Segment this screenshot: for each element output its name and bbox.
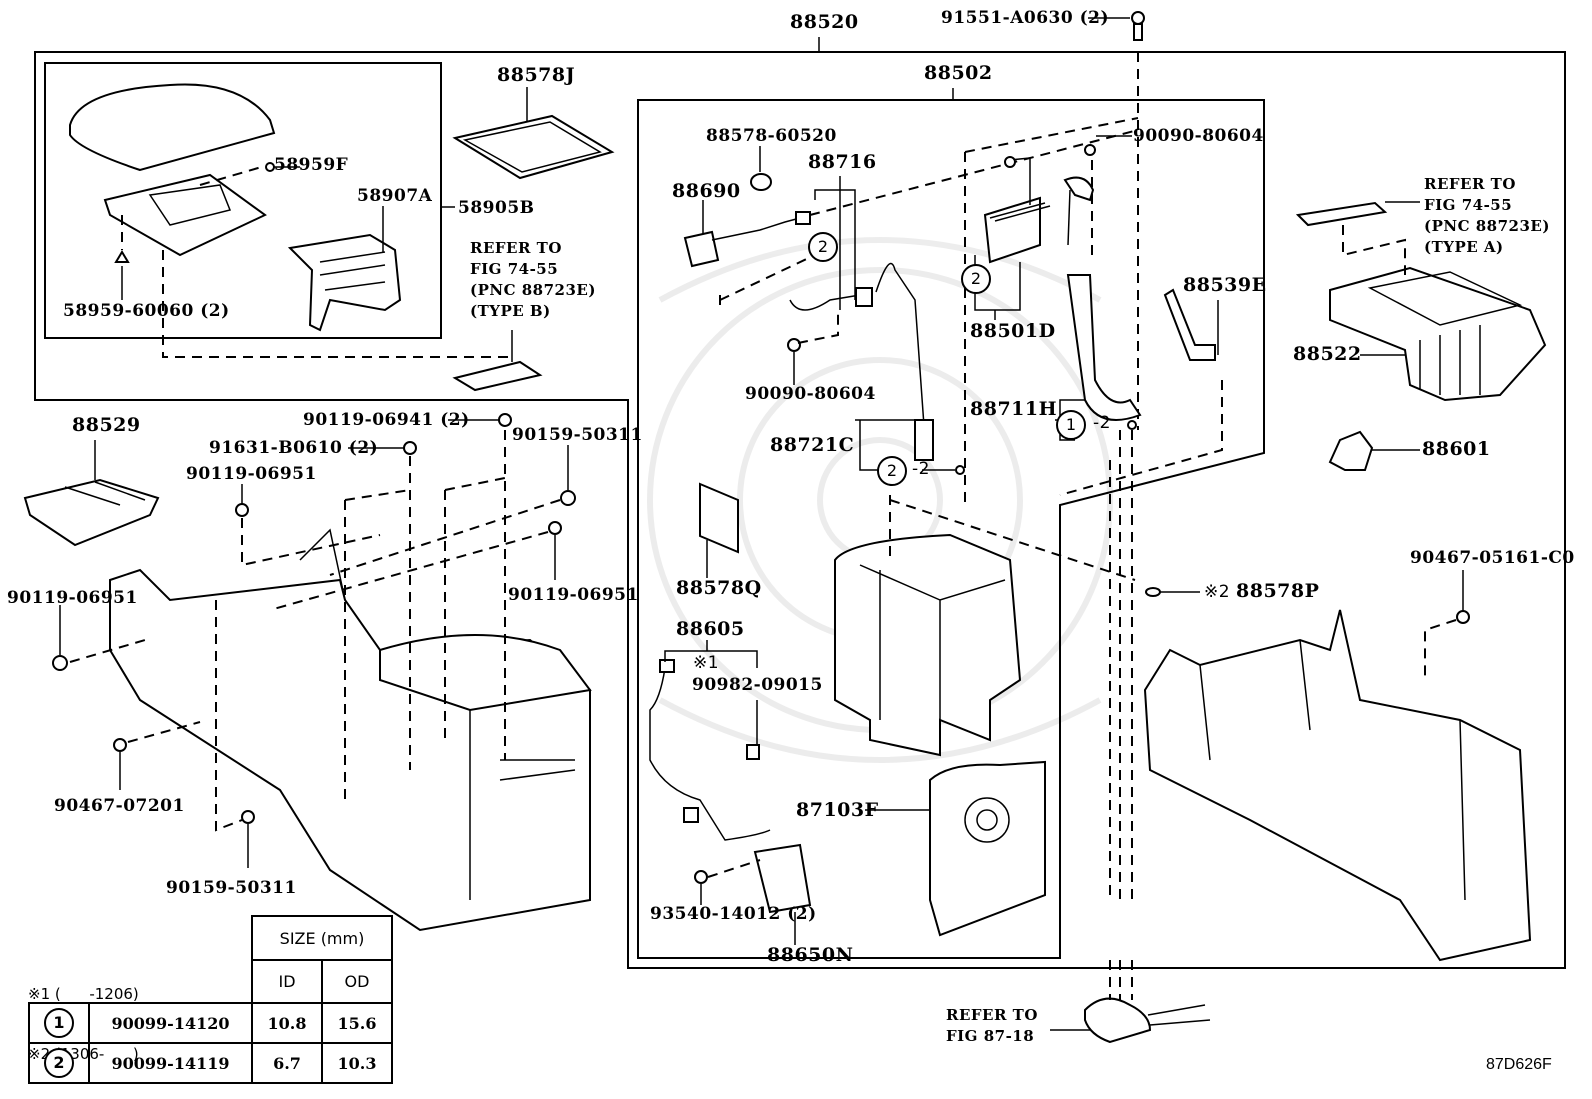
- part-label-58959f[interactable]: 58959F: [274, 155, 349, 175]
- size-row: 2 90099-14119 6.7 10.3: [28, 1042, 393, 1084]
- part-label-93540-14012[interactable]: 93540-14012 (2): [650, 904, 817, 924]
- part-label-88601[interactable]: 88601: [1422, 438, 1491, 460]
- part-label-88605[interactable]: 88605: [676, 618, 745, 640]
- note-1: ※1 ( -1206): [28, 985, 139, 1003]
- size-header: SIZE (mm): [251, 915, 393, 961]
- evaporator-88501d-drawing: [983, 196, 1041, 264]
- callout-circle-2-hose[interactable]: 2: [808, 232, 838, 262]
- storage-box-88522-drawing: [1329, 266, 1547, 402]
- armrest-subassembly-box: [44, 62, 442, 339]
- size-row-id: 6.7: [251, 1042, 323, 1084]
- cooler-box-subassembly-boundary: [637, 99, 1265, 959]
- circle-1-icon: 1: [44, 1008, 74, 1038]
- part-label-88578p[interactable]: 88578P: [1236, 580, 1320, 602]
- console-assembly-boundary: [34, 51, 1566, 969]
- filter-88578q-drawing: [699, 482, 739, 554]
- reference-fig-74-55-type-a[interactable]: REFER TO FIG 74-55 (PNC 88723E) (TYPE A): [1424, 175, 1550, 256]
- part-label-88578q[interactable]: 88578Q: [676, 577, 762, 599]
- gasket-88578j-drawing: [452, 114, 615, 180]
- armrest-base-plate-drawing: [103, 173, 267, 257]
- part-label-91551-a0630[interactable]: 91551-A0630 (2): [941, 8, 1110, 28]
- part-label-88501d[interactable]: 88501D: [970, 320, 1056, 342]
- size-legend-table: SIZE (mm) ID OD 1 90099-14120 10.8 15.6 …: [28, 915, 393, 1084]
- part-label-58907a[interactable]: 58907A: [357, 186, 433, 206]
- size-row-od: 15.6: [321, 1002, 393, 1044]
- part-label-88690[interactable]: 88690: [672, 180, 741, 202]
- part-label-90119-06951-top[interactable]: 90119-06951: [186, 464, 317, 484]
- cover-plate-type-b-drawing: [452, 360, 543, 392]
- assembly-label-88502[interactable]: 88502: [924, 62, 993, 84]
- armrest-lid-drawing: [69, 83, 276, 172]
- reference-fig-87-18[interactable]: REFER TO FIG 87-18: [946, 1006, 1038, 1045]
- figure-id: 87D626F: [1486, 1056, 1552, 1073]
- part-label-88578j[interactable]: 88578J: [497, 64, 576, 86]
- blower-87103f-drawing: [929, 760, 1046, 937]
- console-body-right-drawing: [1143, 609, 1532, 962]
- part-label-91631-b0610[interactable]: 91631-B0610 (2): [209, 438, 379, 458]
- part-label-88711h[interactable]: 88711H: [970, 398, 1058, 420]
- tray-88529-drawing: [23, 478, 160, 547]
- size-row-part[interactable]: 90099-14119: [88, 1042, 253, 1084]
- part-label-90090-80604-left[interactable]: 90090-80604: [745, 384, 876, 404]
- size-row-part[interactable]: 90099-14120: [88, 1002, 253, 1044]
- size-row-mark: 2: [28, 1042, 90, 1084]
- note-marker-2: ※2: [1204, 582, 1231, 602]
- part-label-90159-50311-bottom[interactable]: 90159-50311: [166, 878, 297, 898]
- callout-circle-1-drain[interactable]: 1: [1056, 410, 1086, 440]
- pipe-88539e-drawing: [1163, 288, 1216, 361]
- part-label-88529[interactable]: 88529: [72, 414, 141, 436]
- part-label-88650n[interactable]: 88650N: [767, 944, 854, 966]
- part-label-90467-07201[interactable]: 90467-07201: [54, 796, 185, 816]
- console-body-left-drawing: [109, 568, 591, 932]
- part-label-88539e[interactable]: 88539E: [1183, 274, 1267, 296]
- size-row-od: 10.3: [321, 1042, 393, 1084]
- part-label-90090-80604-top[interactable]: 90090-80604: [1133, 126, 1264, 146]
- clip-88601-drawing: [1328, 430, 1374, 471]
- callout-qty-drain: -2: [1093, 413, 1111, 433]
- size-row: 1 90099-14120 10.8 15.6: [28, 1002, 393, 1044]
- size-row-id: 10.8: [251, 1002, 323, 1044]
- part-label-90467-05161-c0[interactable]: 90467-05161-C0: [1410, 548, 1575, 568]
- part-label-88578-60520[interactable]: 88578-60520: [706, 126, 837, 146]
- cover-plate-type-a-drawing: [1295, 201, 1388, 227]
- size-col-id: ID: [251, 959, 323, 1004]
- cooler-unit-drawing: [834, 533, 1022, 757]
- part-label-90119-06951-right[interactable]: 90119-06951: [508, 585, 639, 605]
- part-label-88522[interactable]: 88522: [1293, 343, 1362, 365]
- callout-circle-2-lower[interactable]: 2: [877, 456, 907, 486]
- part-label-90119-06951-left[interactable]: 90119-06951: [7, 588, 138, 608]
- circle-2-icon: 2: [44, 1048, 74, 1078]
- assembly-label-88520[interactable]: 88520: [790, 11, 859, 33]
- part-label-58959-60060[interactable]: 58959-60060 (2): [63, 301, 230, 321]
- bolt-91551-icon: [1088, 11, 1145, 430]
- part-label-87103f[interactable]: 87103F: [796, 799, 879, 821]
- sensor-88690-drawing: [683, 230, 720, 268]
- part-label-90982-09015[interactable]: 90982-09015: [692, 675, 823, 695]
- callout-circle-2-evaporator[interactable]: 2: [961, 264, 991, 294]
- assembly-label-58905b[interactable]: 58905B: [458, 198, 535, 218]
- part-label-88721c[interactable]: 88721C: [770, 434, 855, 456]
- size-col-od: OD: [321, 959, 393, 1004]
- note-marker-1: ※1: [693, 653, 720, 673]
- callout-qty-lower: -2: [912, 459, 930, 479]
- wire-harness-88605-drawing: [649, 667, 771, 841]
- relay-88650n-drawing: [753, 843, 812, 914]
- floor-connector-drawing: [1084, 997, 1152, 1044]
- drain-hose-88711h-drawing: [1063, 176, 1095, 202]
- size-row-mark: 1: [28, 1002, 90, 1044]
- reference-fig-74-55-type-b[interactable]: REFER TO FIG 74-55 (PNC 88723E) (TYPE B): [470, 239, 596, 320]
- part-label-88716[interactable]: 88716: [808, 151, 877, 173]
- part-label-90159-50311-top[interactable]: 90159-50311: [512, 425, 643, 445]
- part-label-90119-06941[interactable]: 90119-06941 (2): [303, 410, 470, 430]
